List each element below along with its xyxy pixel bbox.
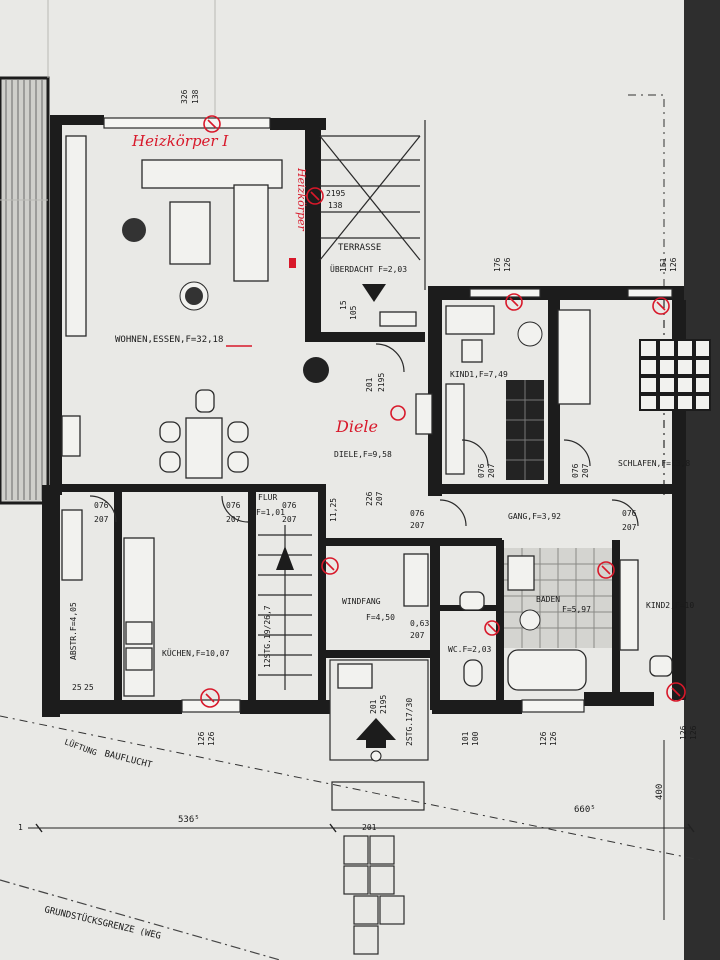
dim-label: 207 bbox=[94, 515, 109, 524]
dim-label: 11,25 bbox=[329, 498, 338, 522]
room-label-wc: WC.F=2,03 bbox=[448, 645, 492, 654]
room-label-abstr: ABSTR.F=4,05 bbox=[69, 602, 78, 660]
dim-label: 2195 bbox=[379, 695, 388, 714]
room-label-wohnen: WOHNEN,ESSEN,F=32,18 bbox=[115, 335, 223, 345]
room-label-terrasse-sub: ÜBERDACHT F=2,03 bbox=[330, 264, 407, 274]
stairs-label-inner: 12STG.19/26,7 bbox=[263, 605, 272, 668]
dim-label: 207 bbox=[410, 631, 425, 640]
dim-label: 226 bbox=[365, 491, 374, 506]
room-label-kuechen: KÜCHEN,F=10,07 bbox=[162, 648, 230, 658]
stairs-label-entry: 2STG.17/30 bbox=[405, 698, 414, 746]
room-label-windfang-sub: F=4,50 bbox=[366, 613, 395, 622]
dim-label: 076 bbox=[226, 501, 241, 510]
red-annotations: Heizkörper I Heizkörper Diele bbox=[131, 115, 686, 708]
page-shadow bbox=[684, 0, 720, 960]
dim-label: 076 bbox=[477, 463, 486, 478]
dim-label: 176 bbox=[493, 257, 502, 272]
dimensions: 326 138 2195 138 201 2195 176 126 151 12… bbox=[18, 89, 698, 832]
neighbor-building bbox=[0, 76, 50, 505]
dim-label: 207 bbox=[410, 521, 425, 530]
dim-label: 076 bbox=[571, 463, 580, 478]
room-label-kind1: KIND1,F=7,49 bbox=[450, 370, 508, 379]
dim-width-left: 536⁵ bbox=[178, 815, 200, 825]
dim-width-right: 660⁵ bbox=[574, 805, 596, 815]
label-lueftung: LÜFTUNG bbox=[63, 736, 98, 757]
dim-label: 0,63 bbox=[410, 619, 429, 628]
red-marker bbox=[289, 258, 296, 268]
dim-label: 151 bbox=[659, 257, 668, 272]
dim-label: 105 bbox=[349, 305, 358, 320]
room-label-windfang: WINDFANG bbox=[342, 597, 381, 606]
axis-marker: 1 bbox=[18, 823, 23, 832]
room-label-terrasse: TERRASSE bbox=[338, 243, 381, 253]
dim-label: 25 bbox=[72, 683, 82, 692]
label-baufluchtlinie: BAUFLUCHT bbox=[103, 749, 153, 771]
dim-label: 207 bbox=[487, 463, 496, 478]
dim-label: 126 bbox=[669, 257, 678, 272]
annotation-diele: Diele bbox=[335, 417, 378, 436]
room-label-gang: GANG,F=3,92 bbox=[508, 512, 561, 521]
dim-label: 138 bbox=[191, 89, 200, 104]
room-label-flur-sub: F=1,01 bbox=[256, 508, 285, 517]
dim-label: 126 bbox=[197, 731, 206, 746]
annotation-heizkoerper: Heizkörper I bbox=[131, 132, 229, 150]
dim-label: 126 bbox=[689, 725, 698, 740]
dim-label: 101 bbox=[461, 731, 470, 746]
site-labels: LÜFTUNG BAUFLUCHT GRUNDSTÜCKSGRENZE (WEG bbox=[43, 736, 162, 941]
dim-label: 076 bbox=[622, 509, 637, 518]
dim-label: 201 bbox=[365, 377, 374, 392]
dim-label: 207 bbox=[581, 463, 590, 478]
dim-label: 207 bbox=[282, 515, 297, 524]
dim-label: 076 bbox=[94, 501, 109, 510]
dim-label: 076 bbox=[282, 501, 297, 510]
site-lines bbox=[0, 715, 701, 960]
dim-label: 207 bbox=[226, 515, 241, 524]
room-labels: WOHNEN,ESSEN,F=32,18 TERRASSE ÜBERDACHT … bbox=[69, 243, 694, 746]
dim-label: 138 bbox=[328, 201, 343, 210]
room-label-schlafen: SCHLAFEN,F=13,8 bbox=[618, 459, 690, 468]
dim-label: 2195 bbox=[377, 373, 386, 392]
dim-label: 100 bbox=[471, 731, 480, 746]
dim-label: 076 bbox=[410, 509, 425, 518]
annotation-heizkoerper-vertical: Heizkörper bbox=[295, 167, 308, 232]
furniture bbox=[61, 120, 711, 955]
room-label-flur: FLUR bbox=[258, 493, 277, 502]
room-label-baden: BADEN bbox=[536, 595, 560, 604]
dim-label: 15 bbox=[339, 300, 348, 310]
dim-label: 25 bbox=[84, 683, 94, 692]
dim-mid: 201 bbox=[362, 823, 377, 832]
radiator-marker-icon bbox=[200, 115, 686, 708]
dim-label: 126 bbox=[549, 731, 558, 746]
room-label-kind2: KIND2,F=10 bbox=[646, 601, 694, 610]
dim-label: 126 bbox=[679, 725, 688, 740]
dim-label: 2195 bbox=[326, 189, 345, 198]
dim-label: 126 bbox=[207, 731, 216, 746]
dim-height-right: 400 bbox=[655, 784, 665, 800]
dim-label: 201 bbox=[369, 699, 378, 714]
dim-label: 207 bbox=[622, 523, 637, 532]
dim-label: 326 bbox=[180, 89, 189, 104]
dim-label: 126 bbox=[539, 731, 548, 746]
dim-label: 126 bbox=[503, 257, 512, 272]
dim-label: 207 bbox=[375, 491, 384, 506]
room-label-diele: DIELE,F=9,58 bbox=[334, 450, 392, 459]
room-label-baden-sub: F=5,97 bbox=[562, 605, 591, 614]
